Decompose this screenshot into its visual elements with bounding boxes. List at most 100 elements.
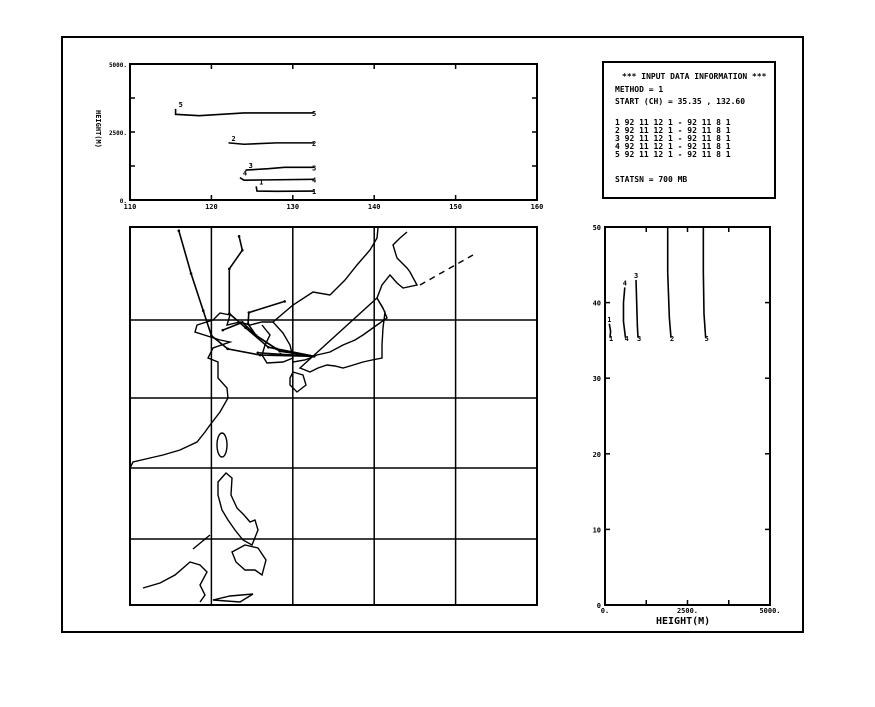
info-row: 1 92 11 12 1 - 92 11 8 1 <box>615 118 731 127</box>
input-data-info-box: *** INPUT DATA INFORMATION *** METHOD = … <box>602 61 776 199</box>
height-trajectory-4 <box>622 287 627 338</box>
info-row: 3 92 11 12 1 - 92 11 8 1 <box>615 134 731 143</box>
trajectory-point <box>241 321 244 324</box>
trajectory-end-label: 1 <box>312 188 316 196</box>
trajectory-point <box>254 334 258 337</box>
height-trajectory-3 <box>635 279 639 338</box>
trajectory-start-label: 3 <box>637 335 641 343</box>
trajectory-end-label: 4 <box>312 176 316 184</box>
trajectory-point <box>228 267 231 271</box>
trajectory-point <box>283 300 286 303</box>
top-chart-ylabel: HEIGHT(M) <box>94 110 102 148</box>
trajectory-point <box>221 328 225 332</box>
y-tick-label: 0. <box>120 198 127 205</box>
trajectory-point <box>256 351 260 355</box>
info-box-frame <box>602 61 776 199</box>
trajectory-point <box>241 248 244 252</box>
info-title: *** INPUT DATA INFORMATION *** <box>622 72 767 81</box>
x-tick-label: 2500. <box>677 607 698 615</box>
height-trajectory-5 <box>702 227 707 338</box>
coast-palawan <box>192 534 211 550</box>
map-grid <box>130 227 537 605</box>
trajectory-point <box>237 235 241 238</box>
map-trajectory-2 <box>228 236 315 358</box>
info-station: STATSN = 700 MB <box>615 175 687 184</box>
trajectory-end-label: 3 <box>312 164 316 172</box>
coast-korea <box>261 321 294 364</box>
trajectory-point <box>312 354 316 358</box>
y-tick-label: 5000. <box>109 62 127 69</box>
trajectory-start-label: 4 <box>624 335 628 343</box>
coast-indochina <box>142 561 208 603</box>
x-tick-label: 140 <box>368 203 381 211</box>
x-tick-label: 0. <box>601 607 609 615</box>
trajectory-point <box>258 353 262 357</box>
trajectory-point <box>226 347 229 351</box>
y-tick-label: 10 <box>593 526 601 534</box>
y-tick-label: 30 <box>593 375 601 383</box>
trajectory-start-label: 4 <box>243 170 247 178</box>
info-method: METHOD = 1 <box>615 85 663 94</box>
trajectory-point <box>278 349 282 353</box>
outer-frame <box>61 36 804 633</box>
map-trajectory-4 <box>247 300 315 358</box>
coast-luzon <box>217 472 259 546</box>
trajectory-start-label: 1 <box>609 335 613 343</box>
trajectory-point <box>228 312 231 315</box>
y-tick-label: 20 <box>593 451 601 459</box>
info-start: START (CH) = 35.35 , 132.60 <box>615 97 745 106</box>
height-trajectory-2 <box>666 227 672 338</box>
trajectory-map <box>129 226 538 606</box>
y-tick-label: 0 <box>597 602 601 610</box>
coast-borneo <box>212 593 254 603</box>
trajectory-start-label: 2 <box>670 335 674 343</box>
trajectory-end-label: 3 <box>634 272 638 280</box>
height-trajectory-1 <box>608 323 612 338</box>
trajectory-point <box>201 309 205 313</box>
right-chart-xlabel: HEIGHT(M) <box>656 616 710 627</box>
trajectory-start-label: 1 <box>259 178 263 186</box>
coast-taiwan <box>216 432 228 458</box>
trajectory-point <box>267 346 270 349</box>
trajectory-line-2 <box>228 142 314 146</box>
x-tick-label: 150 <box>449 203 462 211</box>
trajectory-end-label: 1 <box>607 316 611 324</box>
top-chart-axes <box>129 63 538 201</box>
x-tick-label: 160 <box>531 203 544 211</box>
trajectory-start-label: 5 <box>179 101 183 109</box>
trajectory-point <box>177 229 181 233</box>
trajectory-end-label: 4 <box>623 279 627 287</box>
coast-kurils <box>419 254 474 286</box>
x-tick-label: 110 <box>124 203 137 211</box>
x-tick-label: 120 <box>205 203 218 211</box>
trajectory-point <box>247 311 251 314</box>
info-row: 2 92 11 12 1 - 92 11 8 1 <box>615 126 731 135</box>
trajectory-point <box>246 322 250 326</box>
map-trajectory-5 <box>178 230 314 358</box>
trajectory-line-4 <box>239 177 314 181</box>
coastlines <box>129 227 474 603</box>
y-tick-label: 40 <box>593 300 601 308</box>
coast-mindanao <box>231 544 267 577</box>
trajectory-line-5 <box>174 108 314 117</box>
coast-honshu <box>292 296 388 373</box>
trajectory-point <box>189 272 193 275</box>
map-frame <box>129 226 538 606</box>
trajectory-end-label: 5 <box>312 110 316 118</box>
coast-china <box>129 227 379 469</box>
trajectory-start-label: 5 <box>705 335 709 343</box>
trajectory-start-label: 3 <box>249 162 253 170</box>
trajectory-start-label: 2 <box>231 135 235 143</box>
x-tick-label: 5000. <box>759 607 780 615</box>
coast-hokkaido <box>376 231 419 299</box>
latitude-height-chart: HEIGHT(M) 0.2500.5000.010203040501144332… <box>593 224 781 627</box>
trajectory-end-label: 2 <box>312 140 316 148</box>
coast-kyushu <box>289 371 307 393</box>
trajectory-line-1 <box>255 186 314 193</box>
y-tick-label: 50 <box>593 224 601 232</box>
trajectory-line-3 <box>245 166 314 171</box>
x-tick-label: 130 <box>286 203 299 211</box>
